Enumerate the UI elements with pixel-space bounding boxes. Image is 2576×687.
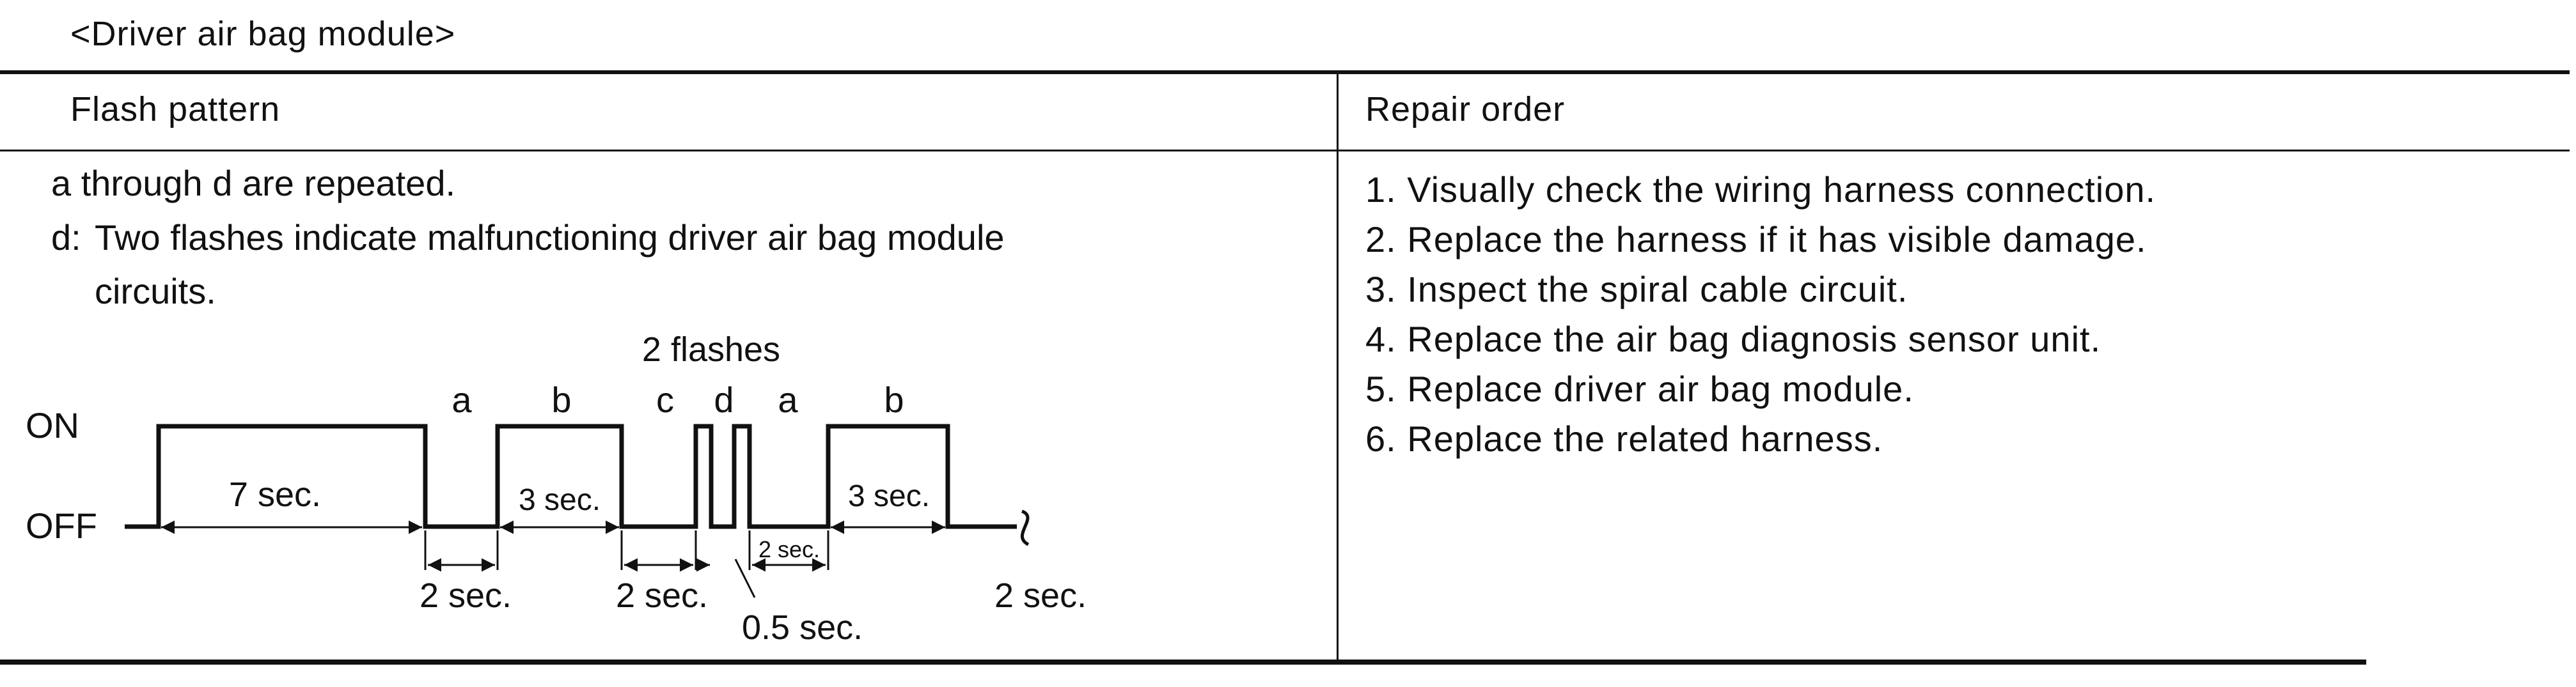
d-pulse-duration: 0.5 sec. xyxy=(742,608,863,647)
segment-label-b2: b xyxy=(884,380,904,420)
table-bottom-rule xyxy=(0,660,2366,665)
header-divider xyxy=(0,150,2570,151)
repair-steps-list: 1. Visually check the wiring harness con… xyxy=(1365,165,2156,464)
segment-label-b1: b xyxy=(551,380,571,420)
flash-count-label: 2 flashes xyxy=(642,330,780,369)
c-off-duration: 2 sec. xyxy=(616,576,708,615)
b-on-duration-1: 3 sec. xyxy=(519,483,601,517)
repair-order-header: Repair order xyxy=(1365,90,1566,128)
column-divider xyxy=(1337,72,1339,661)
segment-label-c: c xyxy=(656,380,674,420)
off-label: OFF xyxy=(26,506,97,546)
repair-step-6: 6. Replace the related harness. xyxy=(1365,419,1883,459)
d-gap-duration: 2 sec. xyxy=(758,536,820,562)
signal-waveform xyxy=(125,424,1017,529)
signal-break-mark xyxy=(1020,509,1030,546)
repair-step-5: 5. Replace driver air bag module. xyxy=(1365,369,1914,409)
flash-pattern-header: Flash pattern xyxy=(70,90,281,128)
segment-label-a1: a xyxy=(452,380,472,420)
repair-step-4: 4. Replace the air bag diagnosis sensor … xyxy=(1365,319,2101,359)
repeat-note: a through d are repeated. xyxy=(51,163,456,203)
a-off-duration-1: 2 sec. xyxy=(420,576,512,615)
repair-step-2: 2. Replace the harness if it has visible… xyxy=(1365,219,2147,259)
repair-step-3: 3. Inspect the spiral cable circuit. xyxy=(1365,269,1908,309)
repair-step-1: 1. Visually check the wiring harness con… xyxy=(1365,169,2156,210)
d-note-text: Two flashes indicate malfunctioning driv… xyxy=(95,217,1005,311)
segment-label-a2: a xyxy=(778,380,798,420)
first-on-duration: 7 sec. xyxy=(229,475,321,514)
flash-pattern-diagram: ON OFF 2 flashes a b c d a b 7 sec. 3 se… xyxy=(26,330,1087,647)
on-label: ON xyxy=(26,405,79,445)
segment-label-d: d xyxy=(714,380,734,420)
a-off-duration-2: 2 sec. xyxy=(994,576,1087,615)
b-on-duration-2: 3 sec. xyxy=(848,479,930,513)
table-caption: <Driver air bag module> xyxy=(70,15,456,53)
table-top-rule xyxy=(0,70,2570,74)
d-note-label: d: xyxy=(51,217,81,258)
